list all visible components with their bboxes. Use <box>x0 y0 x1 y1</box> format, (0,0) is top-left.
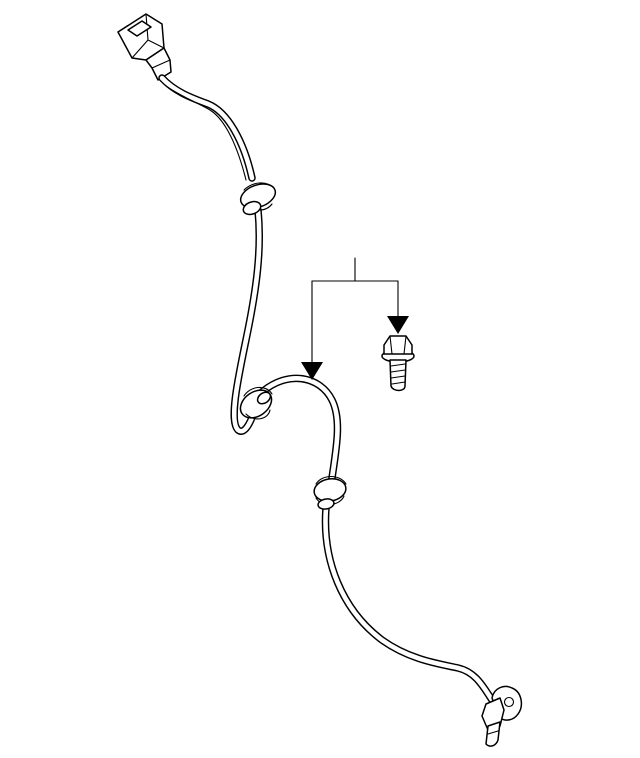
callout-leader <box>301 257 409 380</box>
sensor-harness-wire <box>158 74 496 704</box>
right-clip <box>313 475 347 510</box>
mounting-bolt <box>381 335 415 392</box>
lower-left-clip <box>239 386 273 420</box>
leader-arrow-bolt <box>387 316 409 334</box>
electrical-connector <box>117 13 172 81</box>
wheel-speed-sensor-head <box>481 685 523 747</box>
leader-arrow-harness <box>301 362 323 380</box>
upper-grommet <box>239 182 277 216</box>
